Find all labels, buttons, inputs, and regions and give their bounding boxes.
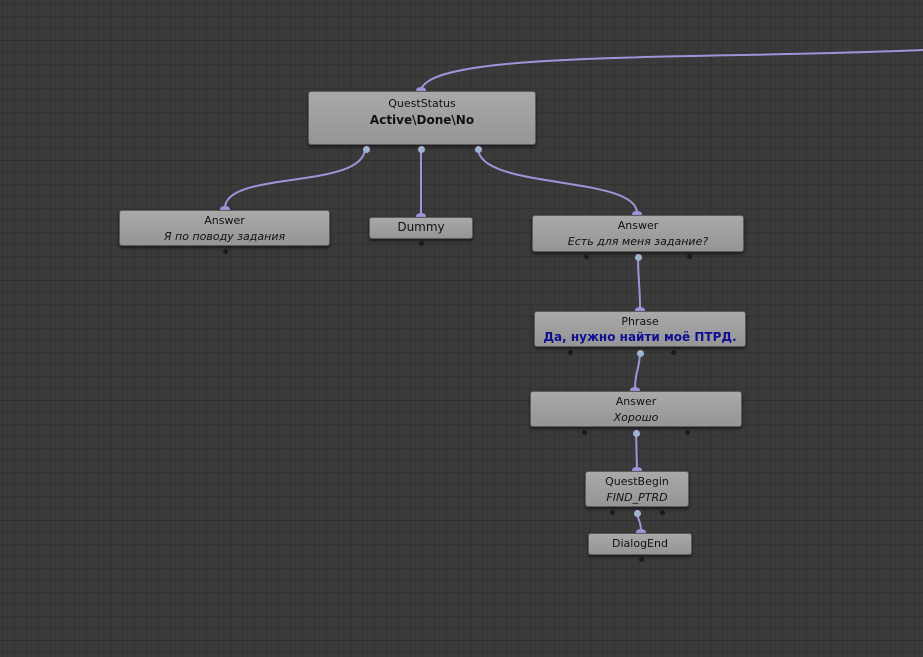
output-port[interactable] xyxy=(635,254,642,261)
output-port[interactable] xyxy=(418,146,425,153)
node-answer-2[interactable]: Answer Есть для меня задание? xyxy=(532,215,744,261)
node-value: Есть для меня задание? xyxy=(567,235,709,248)
node-dummy[interactable]: Dummy xyxy=(369,217,473,246)
output-port[interactable] xyxy=(639,557,644,562)
output-port[interactable] xyxy=(363,146,370,153)
output-port[interactable] xyxy=(687,254,692,259)
output-port[interactable] xyxy=(671,350,676,355)
node-type: Answer xyxy=(617,219,659,232)
node-value: Active\Done\No xyxy=(369,113,475,127)
output-port[interactable] xyxy=(685,430,690,435)
wire-incoming xyxy=(420,49,923,91)
wire-to-answer-1 xyxy=(224,147,366,209)
output-port[interactable] xyxy=(633,430,640,437)
node-type: QuestStatus xyxy=(388,97,456,110)
output-port[interactable] xyxy=(637,350,644,357)
node-type: Dummy xyxy=(397,220,445,234)
output-port[interactable] xyxy=(223,249,228,254)
output-port[interactable] xyxy=(582,430,587,435)
node-phrase[interactable]: Phrase Да, нужно найти моё ПТРД. xyxy=(534,311,746,357)
node-quest-begin[interactable]: QuestBegin FIND_PTRD xyxy=(585,471,689,517)
node-answer-1[interactable]: Answer Я по поводу задания xyxy=(119,210,330,254)
output-port[interactable] xyxy=(584,254,589,259)
node-value: FIND_PTRD xyxy=(606,491,668,504)
node-value: Я по поводу задания xyxy=(163,230,286,243)
wire-to-answer-2 xyxy=(477,147,638,214)
node-value: Хорошо xyxy=(613,411,659,424)
output-port[interactable] xyxy=(634,510,641,517)
output-port[interactable] xyxy=(419,241,424,246)
node-type: Answer xyxy=(615,395,657,408)
node-quest-status[interactable]: QuestStatus Active\Done\No xyxy=(308,91,536,153)
output-port[interactable] xyxy=(475,146,482,153)
wire-to-phrase xyxy=(637,254,641,310)
node-type: QuestBegin xyxy=(605,475,669,488)
node-dialog-end[interactable]: DialogEnd xyxy=(588,533,692,562)
output-port[interactable] xyxy=(660,510,665,515)
node-answer-3[interactable]: Answer Хорошо xyxy=(530,391,742,437)
node-type: Phrase xyxy=(621,315,659,328)
node-value: Да, нужно найти моё ПТРД. xyxy=(543,330,737,344)
output-port[interactable] xyxy=(610,510,615,515)
node-type: DialogEnd xyxy=(612,537,668,550)
node-type: Answer xyxy=(204,214,245,227)
output-port[interactable] xyxy=(568,350,573,355)
